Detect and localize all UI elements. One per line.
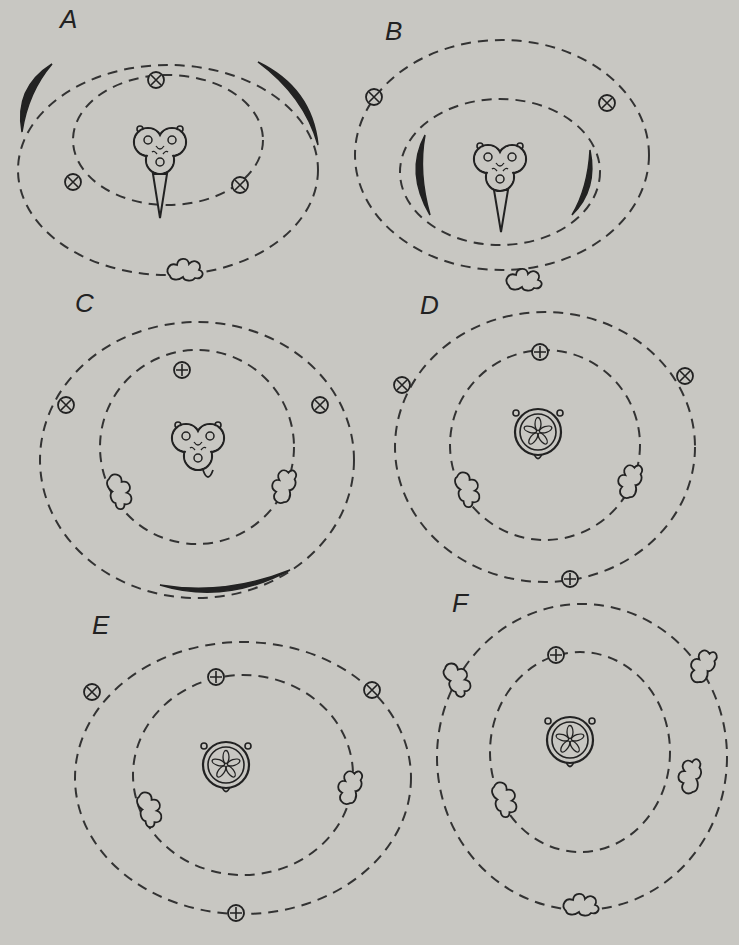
floral-diagram-c bbox=[40, 322, 354, 598]
ovary-symbol bbox=[513, 409, 563, 459]
stamen-symbol bbox=[532, 344, 548, 360]
floral-diagram-d bbox=[395, 312, 695, 582]
pistil-symbol bbox=[172, 422, 224, 470]
petal-symbol bbox=[564, 894, 599, 916]
stamen-symbol bbox=[599, 95, 615, 111]
inner-whorl-circle bbox=[100, 350, 294, 544]
inner-whorl-circle bbox=[73, 75, 263, 205]
figure-label: C bbox=[75, 290, 94, 316]
petal-symbol bbox=[134, 789, 166, 829]
petal-symbol bbox=[452, 469, 484, 509]
bract-crescent bbox=[160, 570, 290, 592]
petal-symbol bbox=[489, 779, 521, 819]
stamen-symbol bbox=[148, 72, 164, 88]
inner-whorl-circle bbox=[133, 675, 353, 875]
ovary-symbol bbox=[201, 742, 251, 792]
floral-parts-f bbox=[440, 645, 721, 916]
floral-parts-b bbox=[366, 89, 615, 291]
figure-label: F bbox=[452, 590, 468, 616]
petal-symbol bbox=[267, 466, 299, 506]
petal-symbol bbox=[104, 471, 136, 511]
stamen-symbol bbox=[312, 397, 328, 413]
figure-label: E bbox=[92, 612, 109, 638]
stamen-symbol bbox=[548, 647, 564, 663]
stamen-symbol bbox=[228, 905, 244, 921]
inner-whorl-circle bbox=[490, 652, 670, 852]
stamen-symbol bbox=[232, 177, 248, 193]
stamen-symbol bbox=[174, 362, 190, 378]
stamen-symbol bbox=[65, 174, 81, 190]
inner-whorl-circle bbox=[400, 99, 600, 245]
petal-symbol bbox=[440, 658, 476, 699]
floral-diagram-f bbox=[437, 604, 727, 910]
stamen-symbol bbox=[366, 89, 382, 105]
floral-diagram-a bbox=[18, 65, 318, 275]
pistil-tab bbox=[203, 470, 213, 477]
floral-diagram-e bbox=[75, 642, 411, 914]
pistil-symbol bbox=[474, 143, 526, 191]
petal-symbol bbox=[676, 757, 703, 795]
floral-parts-e bbox=[84, 669, 380, 921]
outer-whorl-circle bbox=[75, 642, 411, 914]
floral-parts-a bbox=[21, 62, 318, 281]
floral-diagram-b bbox=[355, 40, 649, 270]
bract-crescent bbox=[416, 135, 430, 215]
stamen-symbol bbox=[394, 377, 410, 393]
pistil-point bbox=[153, 174, 167, 218]
scale-symbol bbox=[507, 269, 542, 291]
bract-crescent bbox=[21, 64, 52, 132]
floral-parts-d bbox=[394, 344, 693, 587]
outer-whorl-circle bbox=[395, 312, 695, 582]
stamen-symbol bbox=[364, 682, 380, 698]
stamen-symbol bbox=[58, 397, 74, 413]
figure-label: D bbox=[420, 292, 439, 318]
figure-label: B bbox=[385, 18, 402, 44]
bract-crescent bbox=[572, 150, 592, 215]
petal-symbol bbox=[684, 645, 720, 686]
stamen-symbol bbox=[208, 669, 224, 685]
pistil-symbol bbox=[134, 126, 186, 174]
stamen-symbol bbox=[562, 571, 578, 587]
outer-whorl-circle bbox=[40, 322, 354, 598]
figure-label: A bbox=[60, 6, 77, 32]
stamen-symbol bbox=[677, 368, 693, 384]
outer-whorl-circle bbox=[18, 65, 318, 275]
ovary-symbol bbox=[545, 717, 595, 767]
pistil-point bbox=[494, 190, 508, 232]
stamen-symbol bbox=[84, 684, 100, 700]
floral-parts-c bbox=[58, 362, 328, 592]
petal-symbol bbox=[613, 461, 645, 501]
outer-whorl-circle bbox=[355, 40, 649, 270]
scale-symbol bbox=[168, 259, 203, 281]
inner-whorl-circle bbox=[450, 350, 640, 540]
petal-symbol bbox=[333, 767, 365, 807]
outer-whorl-circle bbox=[437, 604, 727, 910]
bract-crescent bbox=[258, 62, 318, 145]
